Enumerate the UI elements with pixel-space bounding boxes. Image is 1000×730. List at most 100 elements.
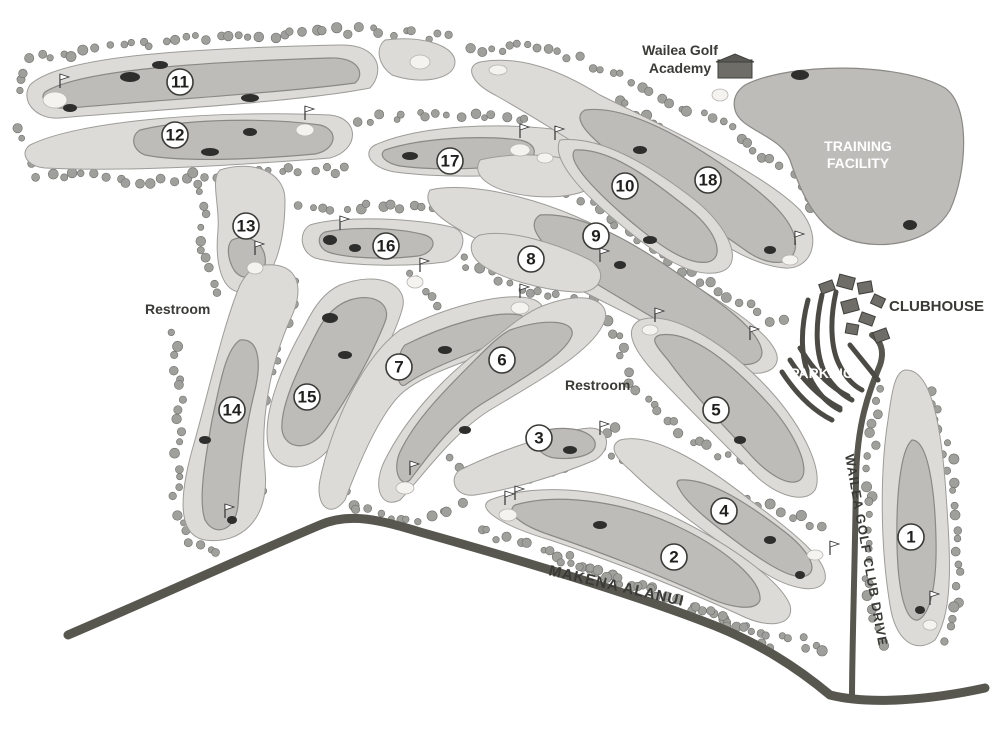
hole-4-fairway[interactable] [676,479,813,578]
tree-icon [729,123,737,131]
tree-icon [172,340,183,352]
flag-icon [304,105,316,120]
tree-icon [575,562,584,572]
tree-icon [669,417,678,426]
hole-2-fairway[interactable] [511,498,761,608]
tree-icon [801,643,810,653]
hole-marker-5[interactable]: 5 [702,396,730,424]
tree-icon [567,559,575,567]
tree-icon [374,109,385,120]
tree-icon [724,451,732,458]
tree-icon [462,264,469,271]
tree-icon [701,439,712,450]
tree-icon [442,111,450,119]
tree-icon [420,112,430,122]
academy-building[interactable] [715,53,755,79]
hole-marker-2[interactable]: 2 [660,543,688,571]
tree-icon [644,86,654,96]
hole-marker-13[interactable]: 13 [232,212,260,240]
tree-icon [460,253,468,261]
tree-icon [493,276,503,286]
tree-icon [16,86,24,95]
hole-marker-15[interactable]: 15 [293,383,321,411]
tree-icon [396,110,405,119]
tree-icon [155,173,166,184]
hole-number-label: 7 [394,358,403,377]
tree-icon [734,298,744,308]
hole-marker-17[interactable]: 17 [436,147,464,175]
hole-marker-11[interactable]: 11 [166,68,194,96]
sand-traps [42,54,938,631]
hole-14-fairway[interactable] [201,339,259,531]
hole-marker-7[interactable]: 7 [385,353,413,381]
tree-icon [163,37,171,46]
tree-icon [525,288,535,298]
tree-icon [502,112,513,123]
tree-icon [864,579,874,588]
tree-icon [616,69,624,77]
tree-icon [953,526,962,535]
tree-icon [481,114,488,121]
tree-icon [864,497,874,506]
tree-icon [868,614,877,623]
training-facility-area[interactable] [733,67,965,246]
tree-icon [713,287,723,297]
tree-icon [196,246,205,255]
parking-label: PARKING [790,365,854,381]
tree-icon [747,627,755,636]
hole-marker-10[interactable]: 10 [611,172,639,200]
tree-icon [182,32,191,41]
tree-icon [695,278,705,287]
hole-marker-3[interactable]: 3 [525,424,553,452]
tree-icon [444,30,453,39]
hole-number-label: 10 [616,177,635,196]
tree-icon [657,93,668,104]
flag-icon [654,307,666,322]
hole-number-label: 3 [534,429,543,448]
tree-icon [871,440,881,450]
hole-6-fairway[interactable] [396,321,573,483]
tree-icon [331,22,343,34]
tree-icon [456,112,467,122]
clubhouse-label: CLUBHOUSE [889,298,984,315]
flag-icon [224,503,236,518]
tree-icon [285,27,294,36]
tree-icon [195,188,203,195]
hole-marker-4[interactable]: 4 [710,497,738,525]
hole-number-label: 12 [166,126,185,145]
hole-10-fairway[interactable] [572,149,718,263]
parking-lot[interactable] [779,289,881,423]
tree-icon [177,427,187,437]
tree-icon [385,199,396,210]
tree-icon [714,453,722,461]
tree-icon [145,178,156,189]
tree-icon [362,199,371,208]
tree-icon [871,396,880,405]
hole-marker-9[interactable]: 9 [582,222,610,250]
tree-icon [175,483,183,492]
tree-icon [60,173,69,182]
tree-icon [167,328,175,337]
tree-icon [545,546,555,556]
tree-icon [864,526,872,534]
hole-marker-8[interactable]: 8 [517,245,545,273]
flag-icon [794,230,806,245]
tree-icon [196,540,206,550]
tree-icon [867,604,877,615]
hole-marker-14[interactable]: 14 [218,396,246,424]
tree-icon [521,537,532,548]
wailea-golf-club-drive[interactable] [849,332,885,701]
clubhouse-buildings[interactable] [818,273,891,344]
hole-marker-18[interactable]: 18 [694,166,722,194]
hole-number-label: 13 [237,217,256,236]
makena-alanui-road[interactable] [63,513,990,705]
hole-marker-1[interactable]: 1 [897,523,925,551]
hole-marker-16[interactable]: 16 [372,232,400,260]
tree-icon [168,491,177,501]
tree-icon [501,531,512,542]
tree-icon [761,631,770,640]
flag-icon [599,247,611,262]
hole-marker-12[interactable]: 12 [161,121,189,149]
hole-marker-6[interactable]: 6 [488,346,516,374]
tree-icon [616,351,624,360]
